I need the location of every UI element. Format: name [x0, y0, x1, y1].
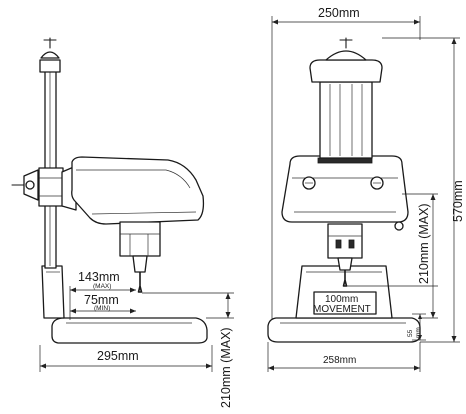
side-view-dimensions: [39, 286, 234, 372]
side-marking-unit: [119, 221, 161, 257]
side-marking-head: [71, 156, 205, 225]
side-base: [51, 317, 208, 344]
side-stroke-max-note: (MAX): [93, 283, 111, 290]
front-base-height-value: 55: [407, 329, 414, 337]
front-column: [319, 81, 373, 159]
side-depth-label: 295mm: [97, 349, 139, 363]
front-top-knob: [325, 50, 367, 61]
side-stylus: [137, 272, 143, 293]
side-column-collar: [38, 167, 64, 207]
front-side-screw: [394, 221, 404, 231]
front-stylus-holder: [337, 257, 353, 271]
front-top-cap: [309, 59, 383, 83]
side-stroke-min-note: (MIN): [94, 305, 110, 312]
front-movement-value: 100mm: [325, 294, 358, 305]
front-stylus: [342, 270, 348, 287]
front-movement-window: [313, 291, 377, 315]
front-width-base-label: 258mm: [323, 355, 356, 366]
side-top-knob: [40, 51, 60, 59]
front-view-labels: 250mm 570mm 210mm (MAX) 100mm MOVEMENT 5…: [313, 6, 465, 366]
front-marking-unit: [327, 223, 363, 259]
side-column-cap: [39, 59, 61, 73]
front-view-machine: [267, 37, 421, 343]
side-stroke-min-label: 75mm: [84, 293, 119, 307]
side-stylus-holder: [132, 255, 148, 273]
side-height-max-label: 210mm (MAX): [219, 327, 233, 408]
front-width-top-label: 250mm: [318, 6, 360, 20]
front-head-housing: [281, 155, 409, 223]
side-column-foot: [41, 265, 65, 319]
front-movement-caption: MOVEMENT: [313, 304, 371, 315]
side-view-machine: [11, 37, 208, 344]
front-base-height-unit: mm: [415, 327, 422, 338]
front-view-dimensions: [267, 16, 460, 372]
front-height-max-label: 210mm (MAX): [417, 203, 431, 284]
front-base: [267, 317, 421, 343]
side-view-labels: 143mm (MAX) 75mm (MIN) 295mm 210mm (MAX): [78, 270, 233, 408]
front-total-height-label: 570mm: [451, 180, 465, 222]
front-head-slot: [317, 157, 373, 164]
side-stroke-max-label: 143mm: [78, 270, 120, 284]
